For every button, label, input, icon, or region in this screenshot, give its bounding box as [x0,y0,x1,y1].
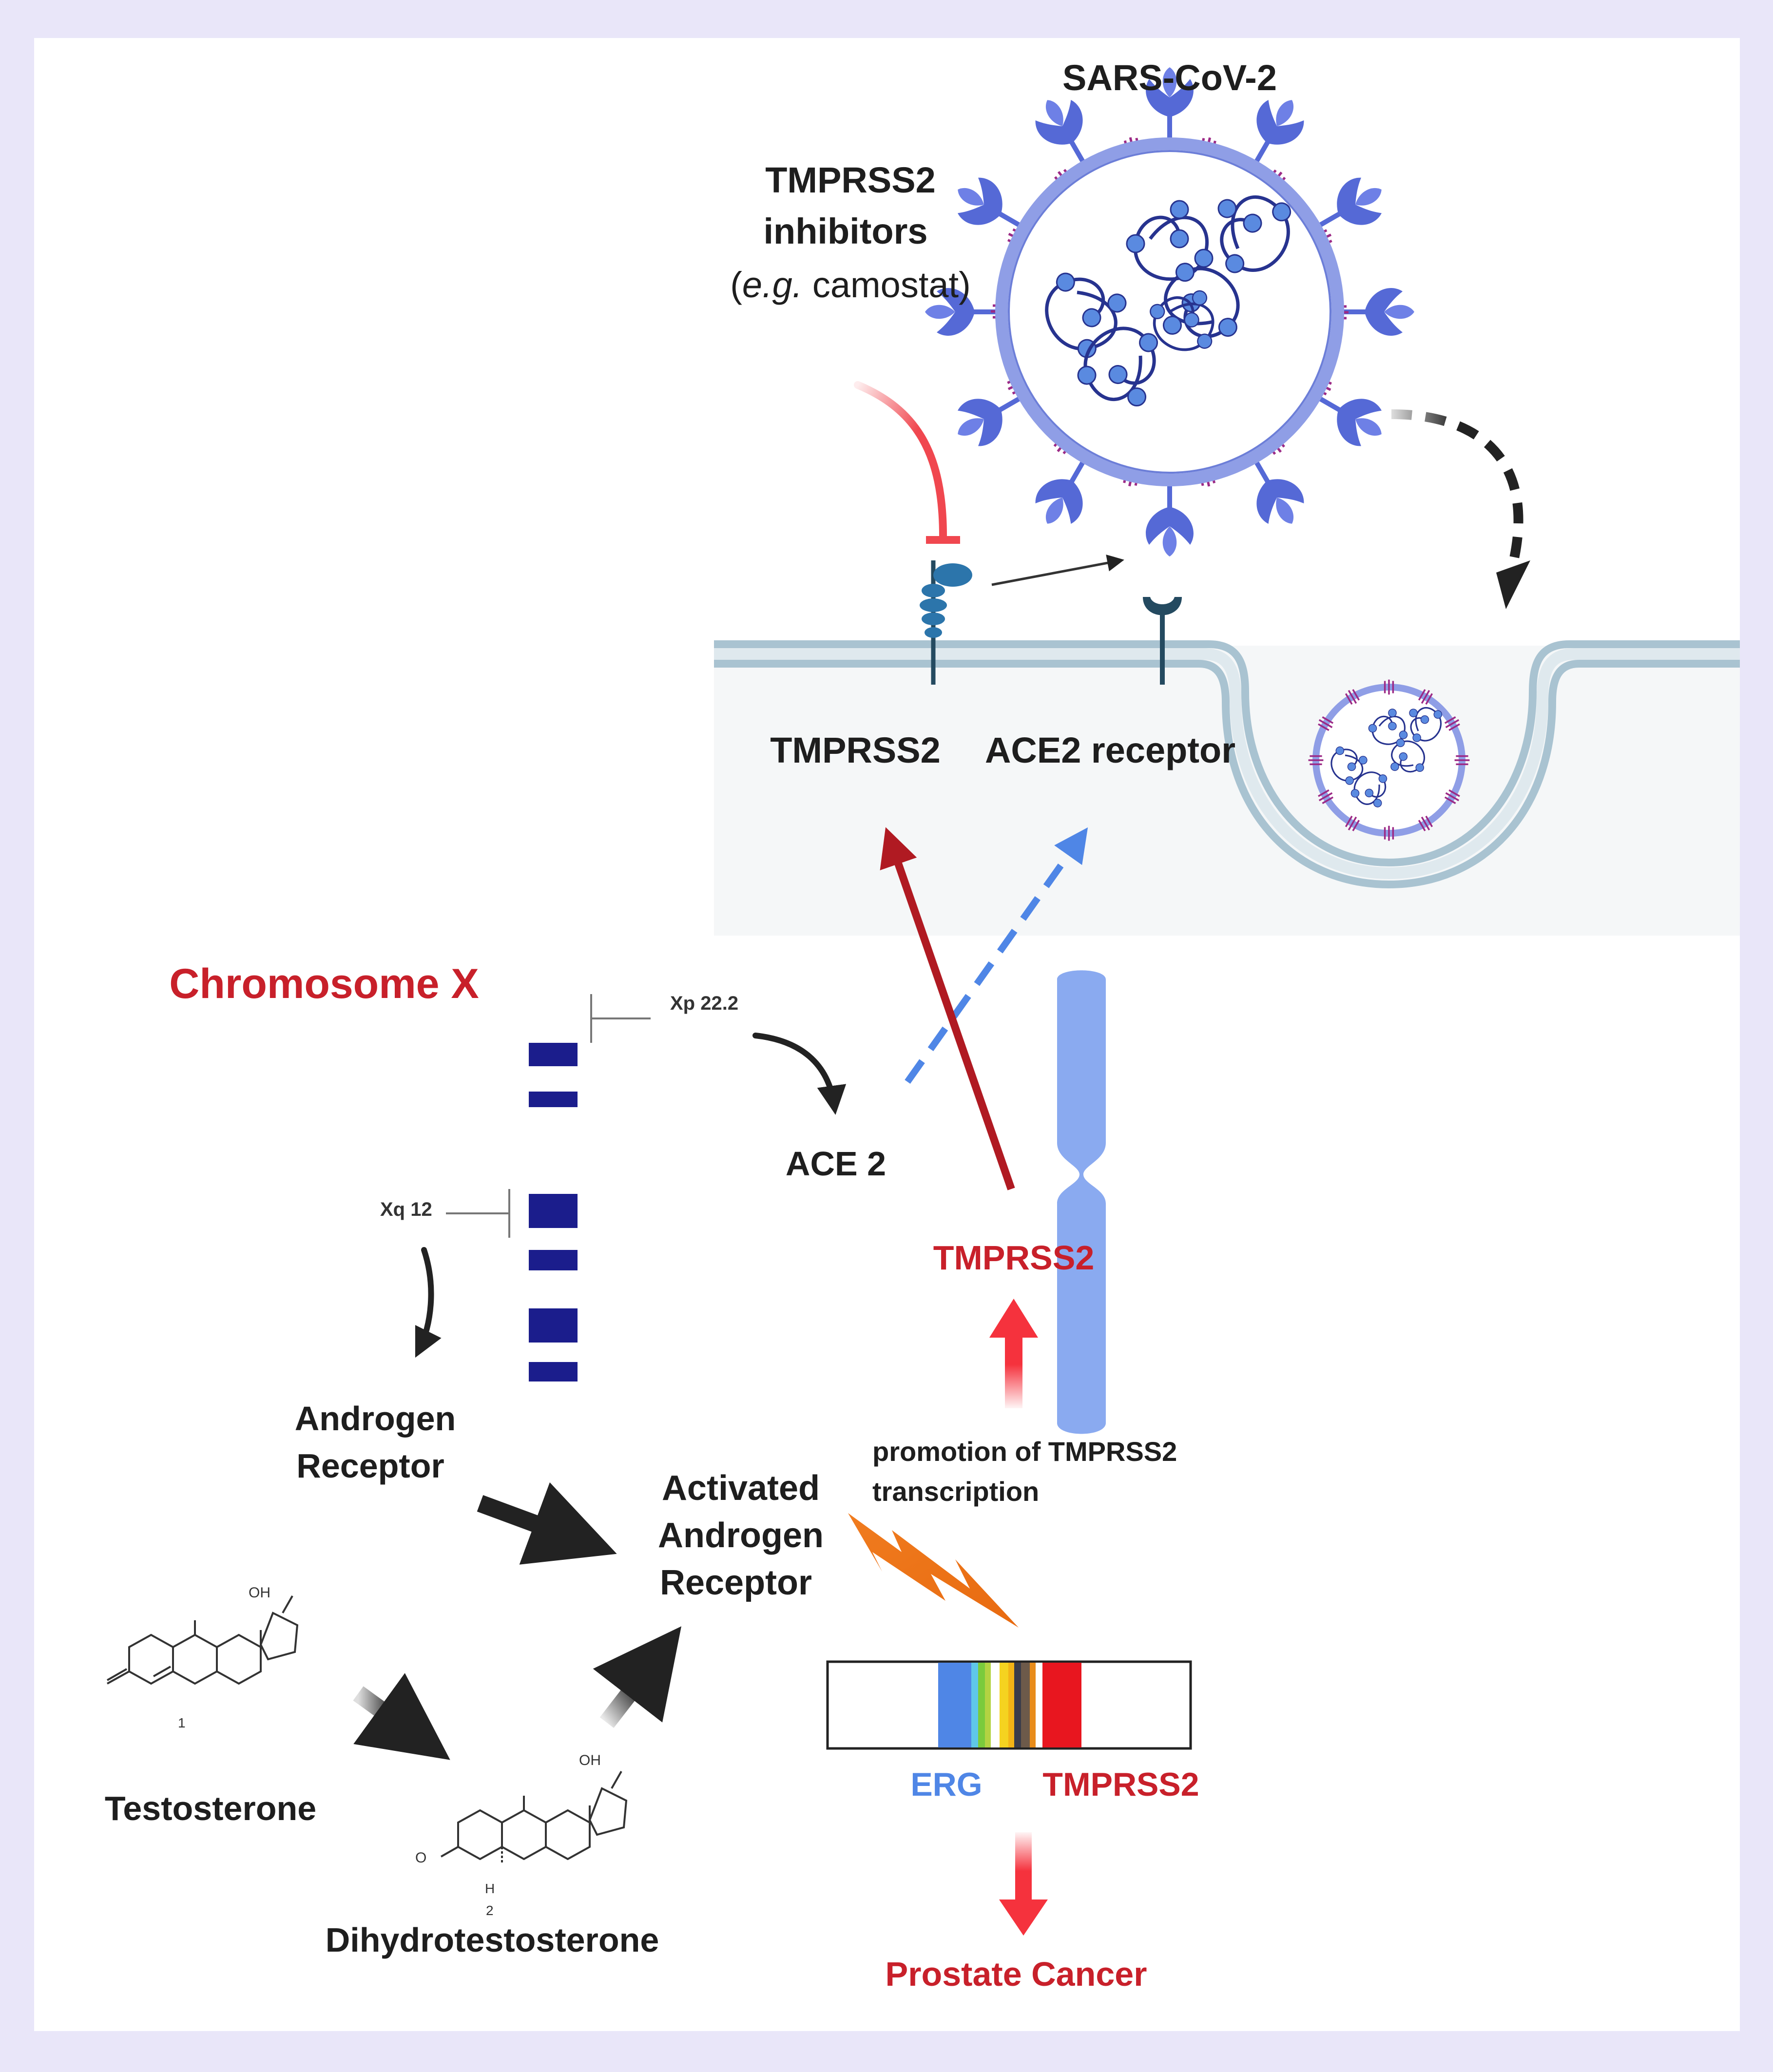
chromosome-title: Chromosome X [169,960,479,1007]
chromosome-band [529,1043,578,1066]
testosterone-label: Testosterone [105,1789,316,1827]
dht-oh: OH [579,1752,601,1768]
dht-label: Dihydrotestosterone [326,1921,659,1959]
chromosome-band [529,1250,578,1270]
membrane-inner-line [714,660,1740,889]
chromosome-band [529,1194,578,1228]
tmprss2-protein [920,560,972,685]
androgen-receptor-line1: Androgen [295,1400,456,1438]
activated-ar-line3: Receptor [660,1563,812,1602]
tmprss2-protein-label: TMPRSS2 [933,1239,1095,1277]
testosterone-structure [107,1595,299,1685]
tmprss2-to-ace2-arrow [991,554,1124,586]
tmprss2-expression-arrow [880,827,1015,1190]
cell-membrane-region [714,585,1740,936]
testosterone-number: 1 [178,1715,186,1730]
dht-o: O [415,1850,426,1866]
cancer-arrow [999,1832,1048,1936]
upregulation-arrow [989,1299,1038,1408]
chromosome-x [1057,970,1106,1434]
testosterone-oh: OH [249,1585,270,1601]
ace2-gene-label: ACE 2 [786,1145,886,1183]
dht-structure [441,1771,628,1864]
promotion-line2: transcription [872,1476,1039,1507]
dht-to-activated-arrow [593,1626,682,1728]
inhibitor-label-line2: inhibitors [763,211,927,251]
chromosome-band [529,1362,578,1381]
ar-to-activated-arrow [477,1482,617,1565]
chromosome-bands [529,1043,578,1381]
xq-to-ar-arrow [415,1247,442,1358]
virus-title: SARS-CoV-2 [1062,58,1277,98]
sars-cov-2-virion [925,67,1414,556]
dht-number: 2 [486,1903,494,1918]
androgen-receptor-line2: Receptor [296,1447,444,1485]
ace2-receptor [1143,597,1182,685]
activated-ar-line1: Activated [662,1469,820,1508]
prostate-cancer-label: Prostate Cancer [886,1955,1147,1993]
band-p-label: Xp 22.2 [670,993,738,1014]
erg-label: ERG [910,1766,982,1803]
chromosome-band [529,1092,578,1107]
entry-dashed-arrow [1391,409,1523,574]
chromosome-band [529,1308,578,1343]
testosterone-to-dht-arrow [353,1673,450,1760]
endocytosed-virion [1307,678,1471,842]
band-q-label: Xq 12 [380,1199,432,1220]
ace2-expression-arrow [905,827,1088,1084]
erg-tmprss2-fusion-gene [826,1660,1192,1750]
inhibitor-example: (e.g. camostat) [730,265,971,305]
membrane-outer-line [714,640,1740,867]
inhibition-curve [854,381,947,540]
membrane-ace2-label: ACE2 receptor [985,730,1235,770]
promotion-line1: promotion of TMPRSS2 [872,1436,1177,1467]
tmprss2-gene-label: TMPRSS2 [1042,1766,1199,1803]
lightning-bolt-icon [848,1513,1019,1628]
xp-to-ace2-arrow [752,1033,847,1115]
activated-ar-line2: Androgen [658,1516,824,1555]
membrane-tmprss2-label: TMPRSS2 [770,730,941,770]
inhibitor-label-line1: TMPRSS2 [765,160,936,200]
dht-h: H [485,1881,495,1896]
